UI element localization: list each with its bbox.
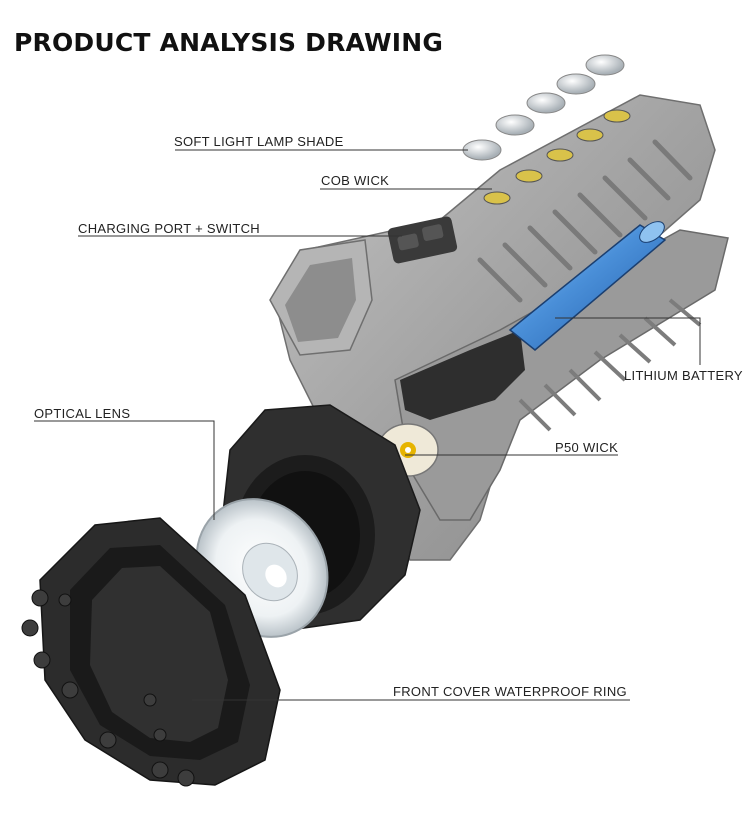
label-charging-port-switch: CHARGING PORT + SWITCH <box>78 221 260 236</box>
charging-port-switch <box>387 216 458 264</box>
label-cob-wick: COB WICK <box>321 173 390 188</box>
lithium-battery <box>508 221 667 351</box>
label-front-cover-waterproof-ring: FRONT COVER WATERPROOF RING <box>393 684 627 699</box>
label-p50-wick: P50 WICK <box>555 440 619 455</box>
label-soft-light-lamp-shade: SOFT LIGHT LAMP SHADE <box>174 134 344 149</box>
front-cover-ring <box>21 517 281 787</box>
label-optical-lens: OPTICAL LENS <box>34 406 131 421</box>
leader-lines <box>34 149 701 701</box>
soft-light-lamp-shade <box>462 54 625 161</box>
cob-wick-leds <box>483 109 631 205</box>
label-lithium-battery: LITHIUM BATTERY <box>624 368 743 383</box>
page-title: PRODUCT ANALYSIS DRAWING <box>14 28 444 57</box>
